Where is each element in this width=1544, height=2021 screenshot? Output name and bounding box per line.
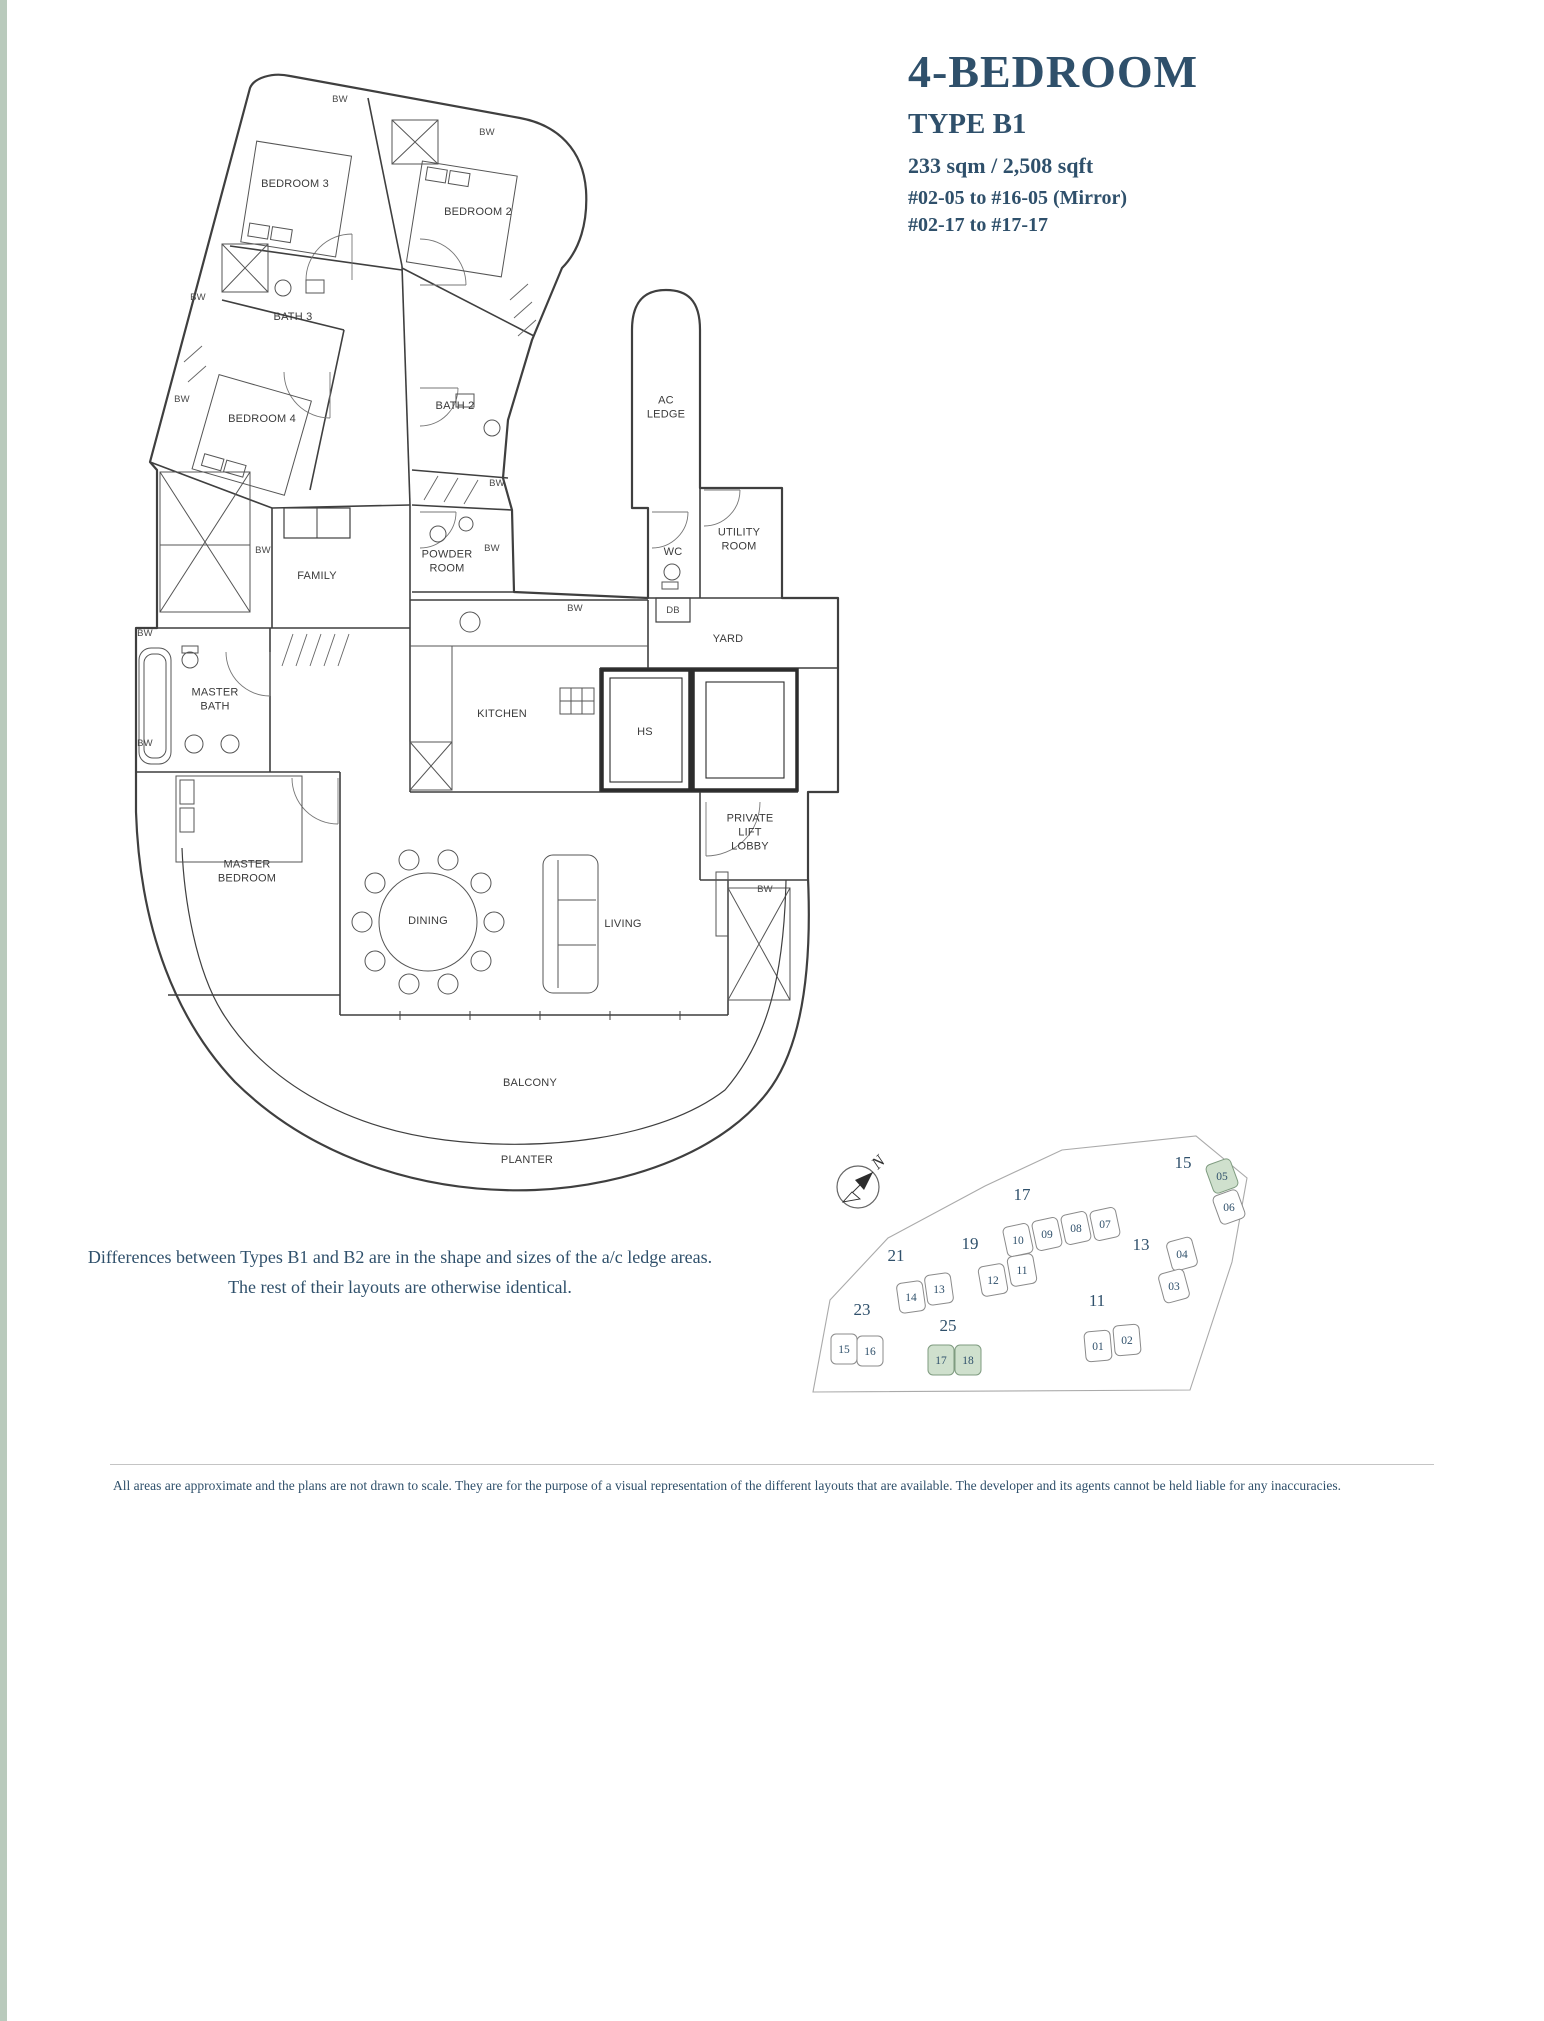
keyplan-unit [896,1280,926,1314]
keyplan-unit [1006,1253,1038,1287]
keyplan-unit-number: 15 [838,1344,850,1356]
keyplan-stack-number: 21 [888,1246,905,1265]
bed-bedroom2 [405,160,518,278]
keyplan-boundary [812,1135,1248,1393]
keyplan-units: 15 05 06 17 10 09 08 07 13 04 03 19 12 11 21 14 13 11 01 02… [830,1153,1246,1376]
keyplan-stack-number: 25 [940,1316,957,1335]
keyplan-unit-number: 10 [1012,1235,1024,1247]
keyplan-unit [1089,1207,1121,1241]
keyplan-unit-highlighted [954,1344,982,1376]
bed-bedroom3 [240,140,353,258]
keyplan-unit [1212,1189,1246,1225]
void-shafts [159,119,791,1001]
wardrobe-hatching [183,283,537,667]
keyplan-unit [1112,1323,1142,1357]
keyplan: 15 05 06 17 10 09 08 07 13 04 03 19 12 11 21 14 13 11 01 02… [812,1135,1248,1393]
keyplan-unit-number: 14 [905,1292,917,1304]
type-difference-note: Differences between Types B1 and B2 are … [85,1243,715,1302]
keyplan-stack-number: 13 [1133,1235,1150,1254]
keyplan-stack-number: 15 [1175,1153,1192,1172]
dining-set [351,849,505,995]
page-edge-strip [0,0,7,2021]
keyplan-stack-number: 11 [1089,1291,1105,1310]
note-line-2: The rest of their layouts are otherwise … [228,1276,572,1297]
keyplan-stack-number: 19 [962,1234,979,1253]
keyplan-unit [1158,1268,1190,1304]
keyplan-unit [924,1272,954,1306]
keyplan-unit-number: 12 [987,1275,999,1287]
keyplan-unit [977,1263,1009,1297]
unit-outline [134,73,840,1192]
bed-bedroom4 [191,374,312,496]
page-title: 4-BEDROOM [908,46,1199,97]
keyplan-unit-number: 05 [1216,1171,1228,1183]
keyplan-unit-highlighted [1205,1158,1239,1194]
household-shelter [600,668,692,792]
interior-walls [136,97,838,1016]
lift-shaft [691,668,799,792]
keyplan-unit-number: 17 [935,1355,947,1367]
keyplan-unit-highlighted [927,1344,955,1376]
keyplan-unit [856,1335,884,1367]
footer-divider [110,1464,1434,1465]
keyplan-unit-number: 04 [1176,1249,1188,1261]
disclaimer-text: All areas are approximate and the plans … [113,1478,1342,1493]
keyplan-stack-number: 17 [1014,1185,1032,1204]
keyplan-unit-number: 06 [1223,1202,1235,1214]
keyplan-unit [1060,1211,1092,1245]
bath-fixtures [274,279,681,590]
bed-master [175,775,303,863]
note-line-1: Differences between Types B1 and B2 are … [87,1247,713,1267]
kitchen-fixtures [410,611,648,742]
unit-area: 233 sqm / 2,508 sqft [908,153,1094,179]
keyplan-unit [1031,1217,1063,1251]
stack-range-2: #02-17 to #17-17 [908,214,1048,237]
living-furniture [542,854,729,994]
keyplan-unit [1166,1236,1198,1272]
stack-range-1: #02-05 to #16-05 (Mirror) [908,187,1128,210]
keyplan-unit-number: 16 [864,1346,876,1358]
door-arcs [225,233,761,857]
keyplan-unit-number: 11 [1016,1265,1027,1277]
unit-type-label: TYPE B1 [908,108,1027,141]
furniture [138,140,729,995]
master-bath-fixtures [138,645,240,765]
keyplan-unit-number: 02 [1121,1335,1133,1347]
balcony-planter-lines [181,847,787,1145]
keyplan-unit-number: 03 [1168,1281,1180,1293]
keyplan-unit-number: 18 [962,1355,974,1367]
title-block: 4-BEDROOM TYPE B1 233 sqm / 2,508 sqft #… [908,46,1388,239]
keyplan-unit-number: 07 [1099,1219,1111,1231]
north-compass: N [836,1150,890,1209]
keyplan-unit-number: 08 [1070,1223,1082,1235]
keyplan-unit-number: 13 [933,1284,945,1296]
keyplan-unit-number: 09 [1041,1229,1053,1241]
keyplan-unit-number: 01 [1092,1341,1104,1353]
keyplan-unit [1083,1329,1113,1363]
keyplan-stack-number: 23 [854,1300,871,1319]
